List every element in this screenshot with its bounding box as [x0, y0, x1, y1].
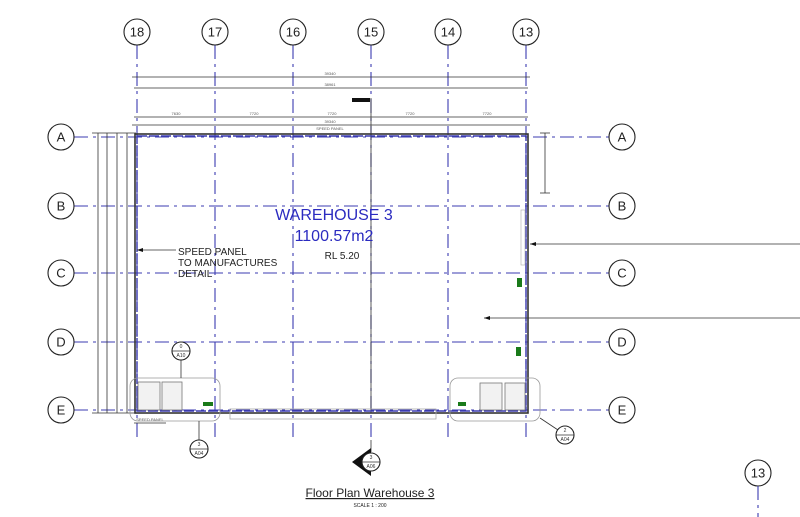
grid-bubble	[608, 259, 636, 287]
grid-bubble	[47, 259, 75, 287]
note-line: SPEED PANEL	[178, 247, 247, 258]
grid-column-14: 14	[434, 18, 462, 440]
section-mark	[352, 98, 370, 102]
grid-label: 15	[364, 25, 378, 40]
dim-bay: 7720	[328, 111, 338, 116]
grid-label: 16	[286, 25, 300, 40]
grid-label: B	[618, 199, 627, 214]
dim-bay: 7720	[483, 111, 493, 116]
grid-bubble	[357, 18, 385, 46]
callout-sheet: A04	[561, 437, 570, 443]
grid-bubble	[47, 328, 75, 356]
grid-bubble	[47, 396, 75, 424]
room-area: 1100.57m2	[295, 228, 374, 245]
grid-label: C	[56, 266, 65, 281]
grid-bubble	[47, 123, 75, 151]
dim-overall-1: 39340	[324, 71, 336, 76]
grid-bubble	[608, 192, 636, 220]
amenity-block-left	[129, 377, 437, 422]
dim-overall-2: 38961	[324, 82, 336, 87]
grid-bubble	[608, 328, 636, 356]
grid-label: D	[56, 335, 65, 350]
dim-bay: 7630	[172, 111, 182, 116]
dim-bay: 7720	[406, 111, 416, 116]
note-line: DETAIL	[178, 269, 213, 280]
grid-bubble	[434, 18, 462, 46]
drawing-title: Floor Plan Warehouse 3	[306, 486, 435, 500]
grid-bubble-extra: 13	[744, 459, 772, 517]
callout-sheet: A06	[367, 464, 376, 470]
callout-number: 3	[198, 442, 201, 448]
amenity-block-right	[449, 209, 541, 422]
grid-bubble	[608, 123, 636, 151]
callout-number: 2	[564, 428, 567, 434]
grid-bubble	[123, 18, 151, 46]
grid-label: C	[617, 266, 626, 281]
grid-label: B	[57, 199, 66, 214]
dim-overall-3: 39340	[324, 119, 336, 124]
callout-number: 3	[370, 455, 373, 461]
callout-section-a04-right[interactable]: 2 A04	[539, 417, 575, 445]
grid-bubble	[201, 18, 229, 46]
dim-bay: 7720	[250, 111, 260, 116]
grid-label: D	[617, 335, 626, 350]
callout-sheet: A04	[195, 451, 204, 457]
grid-label: A	[618, 130, 627, 145]
note-line: TO MANUFACTURES	[178, 258, 278, 269]
dim-panel-label: SPEED PANEL	[316, 126, 344, 131]
callout-sheet: A10	[177, 353, 186, 359]
room-level: RL 5.20	[325, 251, 360, 262]
drawing-scale: SCALE 1 : 200	[353, 503, 386, 509]
grid-label: 14	[441, 25, 455, 40]
grid-label: E	[618, 403, 627, 418]
room-name: WAREHOUSE 3	[275, 207, 393, 224]
grid-label: 18	[130, 25, 144, 40]
wall-panel-line	[136, 135, 527, 412]
grid-bubble	[608, 396, 636, 424]
grid-column-16: 16	[279, 18, 307, 440]
dimension-strings: 39340 38961 7630 7720 7720 7720 7720 393…	[92, 71, 550, 424]
grid-label: A	[57, 130, 66, 145]
grid-label: 17	[208, 25, 222, 40]
grid-label: 13	[519, 25, 533, 40]
leader-lines	[137, 242, 800, 320]
grid-label: 13	[751, 466, 765, 481]
callout-number: 0	[180, 344, 183, 350]
callout-section-a04-left[interactable]: 3 A04	[189, 421, 209, 459]
grid-bubble	[512, 18, 540, 46]
grid-column-17: 17	[201, 18, 229, 440]
section-marker-a06[interactable]: 3 A06	[352, 440, 381, 476]
grid-label: E	[57, 403, 66, 418]
grid-bubble	[279, 18, 307, 46]
grid-bubble	[47, 192, 75, 220]
callout-detail-a10[interactable]: 0 A10	[171, 341, 191, 378]
grid-column-13: 13	[512, 18, 540, 440]
building-outline	[134, 133, 529, 414]
dim-panel-label-bottom: SPEED PANEL	[136, 417, 164, 422]
